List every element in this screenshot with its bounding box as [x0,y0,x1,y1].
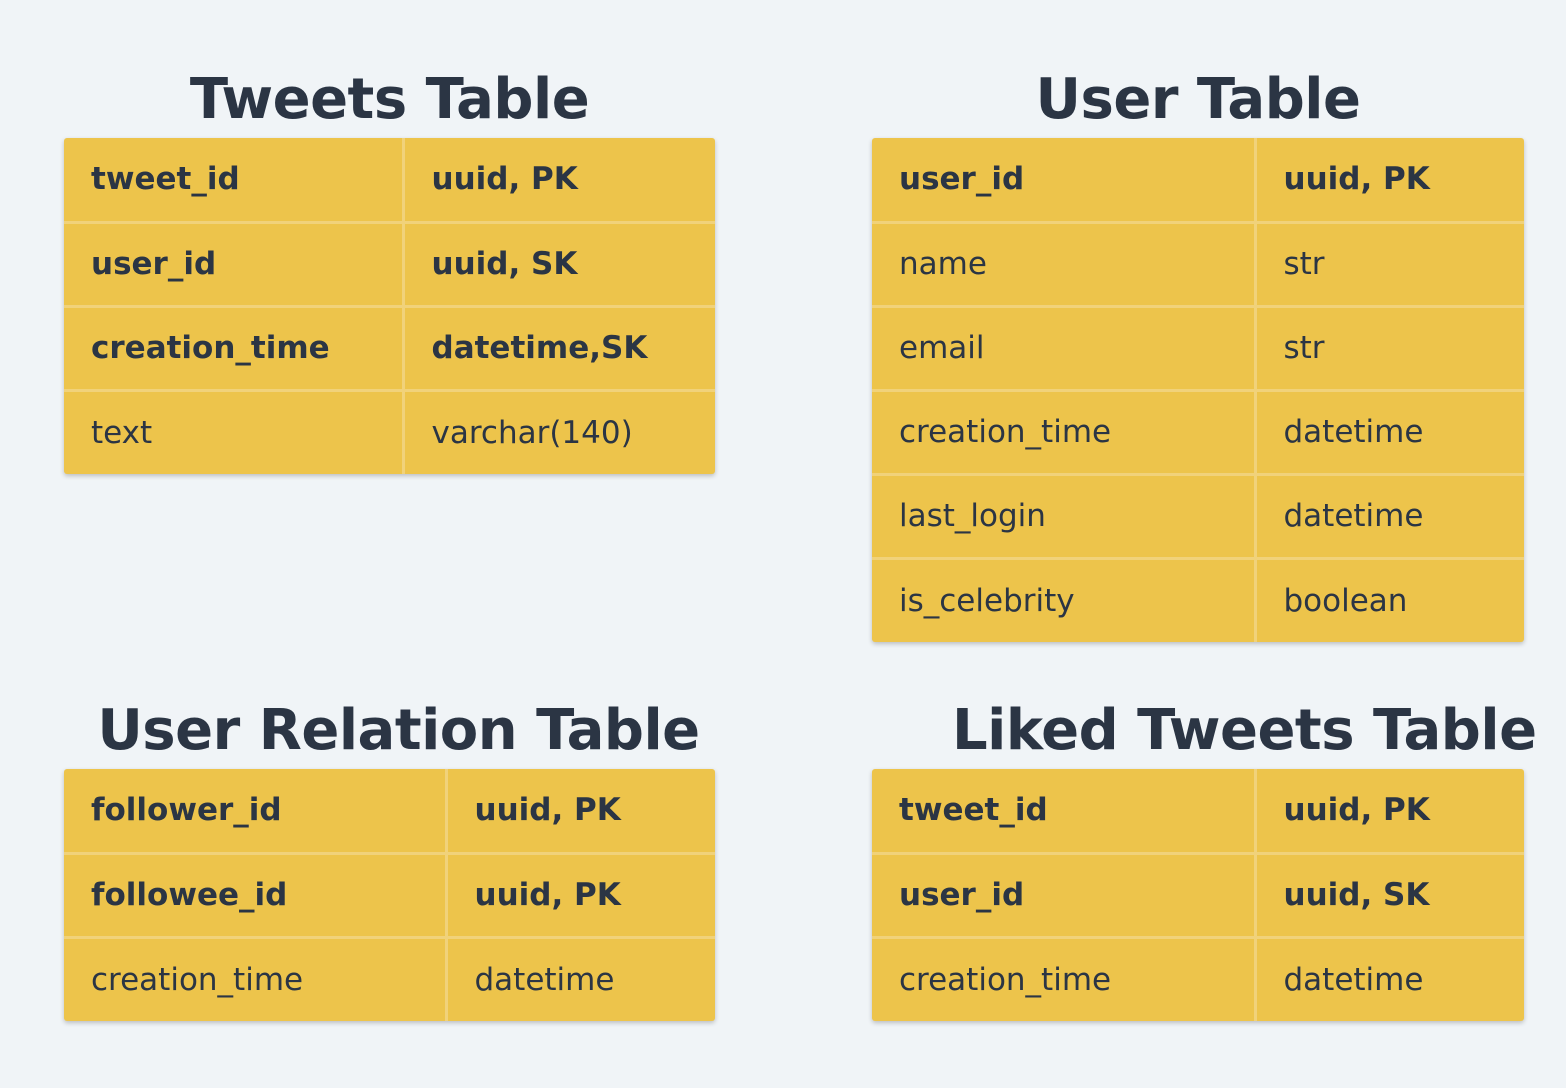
field-type-cell: datetime [474,961,615,998]
field-type-cell: str [1255,222,1524,308]
field-type-cell: uuid, SK [1255,853,1524,939]
field-name-cell: creation_time [872,937,1257,1021]
field-type-cell: varchar(140) [431,414,633,451]
field-name-cell: follower_id [64,769,448,855]
table-row: creation_time datetime [64,937,715,1021]
liked-tweets-table-title: Liked Tweets Table [952,698,1537,763]
field-name-cell: user_id [872,853,1257,939]
field-type-cell: uuid, PK [446,769,715,855]
field-type-cell: boolean [1283,582,1408,619]
field-type-cell: uuid, SK [403,222,715,308]
field-type-cell: uuid, PK [446,853,715,939]
field-type-cell: uuid, PK [1255,138,1524,224]
field-name-cell: user_id [64,222,405,308]
field-name-cell: tweet_id [64,138,405,224]
field-type-cell: datetime [1255,390,1524,476]
field-name-cell: is_celebrity [872,558,1257,642]
field-name-cell: tweet_id [872,769,1257,855]
field-name-cell: user_id [872,138,1257,224]
table-row: creation_time datetime [872,937,1524,1021]
field-type-cell: uuid, PK [1255,769,1524,855]
field-type-cell: datetime [1255,474,1524,560]
field-type-cell: datetime [1283,961,1424,998]
tweets-table-title: Tweets Table [189,67,590,132]
user-table-title: User Table [1035,67,1361,132]
field-name-cell: text [64,390,405,474]
table-row: text varchar(140) [64,390,715,474]
field-name-cell: creation_time [64,937,448,1021]
user-relation-table-title: User Relation Table [97,698,700,763]
field-name-cell: last_login [872,474,1257,560]
field-name-cell: email [872,306,1257,392]
field-type-cell: str [1255,306,1524,392]
field-type-cell: uuid, PK [403,138,715,224]
field-name-cell: followee_id [64,853,448,939]
field-name-cell: creation_time [872,390,1257,476]
field-name-cell: name [872,222,1257,308]
table-row: is_celebrity boolean [872,558,1524,642]
field-name-cell: creation_time [64,306,405,392]
field-type-cell: datetime,SK [403,306,715,392]
